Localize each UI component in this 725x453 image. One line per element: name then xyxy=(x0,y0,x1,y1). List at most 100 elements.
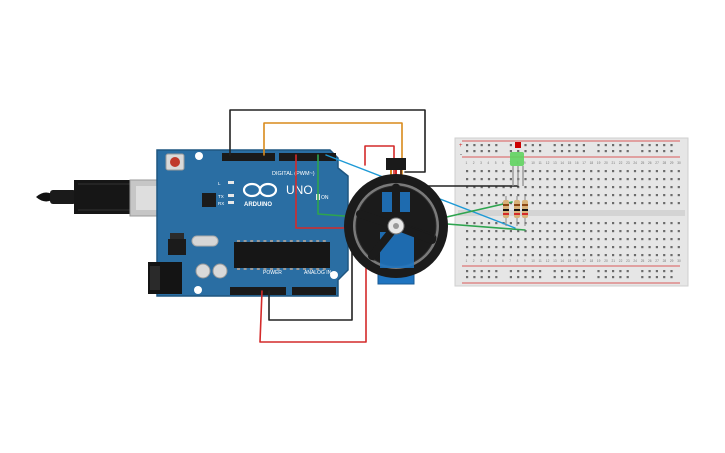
breadboard-hole[interactable] xyxy=(677,230,680,233)
breadboard-hole[interactable] xyxy=(648,222,651,225)
breadboard-hole[interactable] xyxy=(626,222,629,225)
breadboard-hole[interactable] xyxy=(604,194,607,197)
breadboard-hole[interactable] xyxy=(604,186,607,189)
breadboard-hole[interactable] xyxy=(597,186,600,189)
breadboard-hole[interactable] xyxy=(495,276,498,279)
breadboard-hole[interactable] xyxy=(509,186,512,189)
breadboard-hole[interactable] xyxy=(677,202,680,205)
breadboard-hole[interactable] xyxy=(670,230,673,233)
breadboard-hole[interactable] xyxy=(546,246,549,249)
breadboard-hole[interactable] xyxy=(590,202,593,205)
breadboard-hole[interactable] xyxy=(466,178,469,181)
breadboard-hole[interactable] xyxy=(670,246,673,249)
breadboard-hole[interactable] xyxy=(473,270,476,273)
breadboard-hole[interactable] xyxy=(480,254,483,257)
breadboard-hole[interactable] xyxy=(568,222,571,225)
breadboard-hole[interactable] xyxy=(604,222,607,225)
breadboard-hole[interactable] xyxy=(612,276,615,279)
breadboard-hole[interactable] xyxy=(626,276,629,279)
breadboard-hole[interactable] xyxy=(582,178,585,181)
breadboard-hole[interactable] xyxy=(612,194,615,197)
breadboard-hole[interactable] xyxy=(524,194,527,197)
breadboard-hole[interactable] xyxy=(502,254,505,257)
breadboard-hole[interactable] xyxy=(546,194,549,197)
breadboard-hole[interactable] xyxy=(560,202,564,205)
breadboard-hole[interactable] xyxy=(539,276,542,279)
breadboard-hole[interactable] xyxy=(648,230,651,233)
breadboard-hole[interactable] xyxy=(466,270,469,273)
breadboard-hole[interactable] xyxy=(670,202,673,205)
breadboard-hole[interactable] xyxy=(597,144,600,147)
breadboard-hole[interactable] xyxy=(517,238,520,241)
breadboard-hole[interactable] xyxy=(466,170,469,173)
breadboard-hole[interactable] xyxy=(568,270,571,273)
breadboard-hole[interactable] xyxy=(531,230,534,233)
usb-cable[interactable] xyxy=(36,180,134,214)
breadboard-hole[interactable] xyxy=(553,254,556,257)
breadboard-hole[interactable] xyxy=(633,202,637,205)
power-jack[interactable] xyxy=(148,262,182,294)
breadboard-hole[interactable] xyxy=(553,276,556,279)
power-header[interactable] xyxy=(230,287,286,295)
breadboard-hole[interactable] xyxy=(509,194,512,197)
breadboard-hole[interactable] xyxy=(480,194,483,197)
breadboard-hole[interactable] xyxy=(466,186,469,189)
breadboard-hole[interactable] xyxy=(502,246,505,249)
breadboard-hole[interactable] xyxy=(553,150,556,153)
breadboard-hole[interactable] xyxy=(655,194,658,197)
breadboard-hole[interactable] xyxy=(480,238,483,241)
breadboard-hole[interactable] xyxy=(466,276,469,279)
breadboard-hole[interactable] xyxy=(590,222,593,225)
breadboard-hole[interactable] xyxy=(626,170,629,173)
breadboard-hole[interactable] xyxy=(648,246,651,249)
breadboard-hole[interactable] xyxy=(539,202,542,205)
breadboard-hole[interactable] xyxy=(612,170,615,173)
breadboard-hole[interactable] xyxy=(560,150,564,153)
breadboard-hole[interactable] xyxy=(473,150,476,153)
breadboard-hole[interactable] xyxy=(560,186,564,189)
breadboard-hole[interactable] xyxy=(597,170,600,173)
breadboard-hole[interactable] xyxy=(575,144,578,147)
servo-wheel[interactable] xyxy=(344,174,448,278)
breadboard-hole[interactable] xyxy=(495,230,498,233)
breadboard-hole[interactable] xyxy=(670,170,673,173)
breadboard-hole[interactable] xyxy=(539,170,542,173)
breadboard-hole[interactable] xyxy=(560,246,564,249)
breadboard-hole[interactable] xyxy=(509,202,512,205)
resistor-2[interactable] xyxy=(514,196,520,226)
breadboard-hole[interactable] xyxy=(524,276,527,279)
breadboard-hole[interactable] xyxy=(524,270,527,273)
breadboard-hole[interactable] xyxy=(487,270,491,273)
breadboard-hole[interactable] xyxy=(663,254,666,257)
breadboard-hole[interactable] xyxy=(619,178,622,181)
breadboard-hole[interactable] xyxy=(487,170,491,173)
breadboard-hole[interactable] xyxy=(502,170,505,173)
breadboard-hole[interactable] xyxy=(568,150,571,153)
breadboard-hole[interactable] xyxy=(509,170,512,173)
breadboard-hole[interactable] xyxy=(597,222,600,225)
breadboard-hole[interactable] xyxy=(487,194,491,197)
breadboard-hole[interactable] xyxy=(590,178,593,181)
breadboard-hole[interactable] xyxy=(539,238,542,241)
breadboard-hole[interactable] xyxy=(487,186,491,189)
breadboard-hole[interactable] xyxy=(553,230,556,233)
breadboard-hole[interactable] xyxy=(473,238,476,241)
breadboard-hole[interactable] xyxy=(560,194,564,197)
breadboard-hole[interactable] xyxy=(509,144,512,147)
breadboard-hole[interactable] xyxy=(560,178,564,181)
breadboard-hole[interactable] xyxy=(539,186,542,189)
breadboard-hole[interactable] xyxy=(612,202,615,205)
breadboard-hole[interactable] xyxy=(553,170,556,173)
breadboard-hole[interactable] xyxy=(539,194,542,197)
breadboard-hole[interactable] xyxy=(590,186,593,189)
breadboard-hole[interactable] xyxy=(633,186,637,189)
breadboard-hole[interactable] xyxy=(575,276,578,279)
breadboard-hole[interactable] xyxy=(495,178,498,181)
breadboard-hole[interactable] xyxy=(524,150,527,153)
breadboard-hole[interactable] xyxy=(531,178,534,181)
breadboard-hole[interactable] xyxy=(487,230,491,233)
breadboard-hole[interactable] xyxy=(641,150,644,153)
breadboard-hole[interactable] xyxy=(582,246,585,249)
breadboard-hole[interactable] xyxy=(560,254,564,257)
breadboard-hole[interactable] xyxy=(480,178,483,181)
